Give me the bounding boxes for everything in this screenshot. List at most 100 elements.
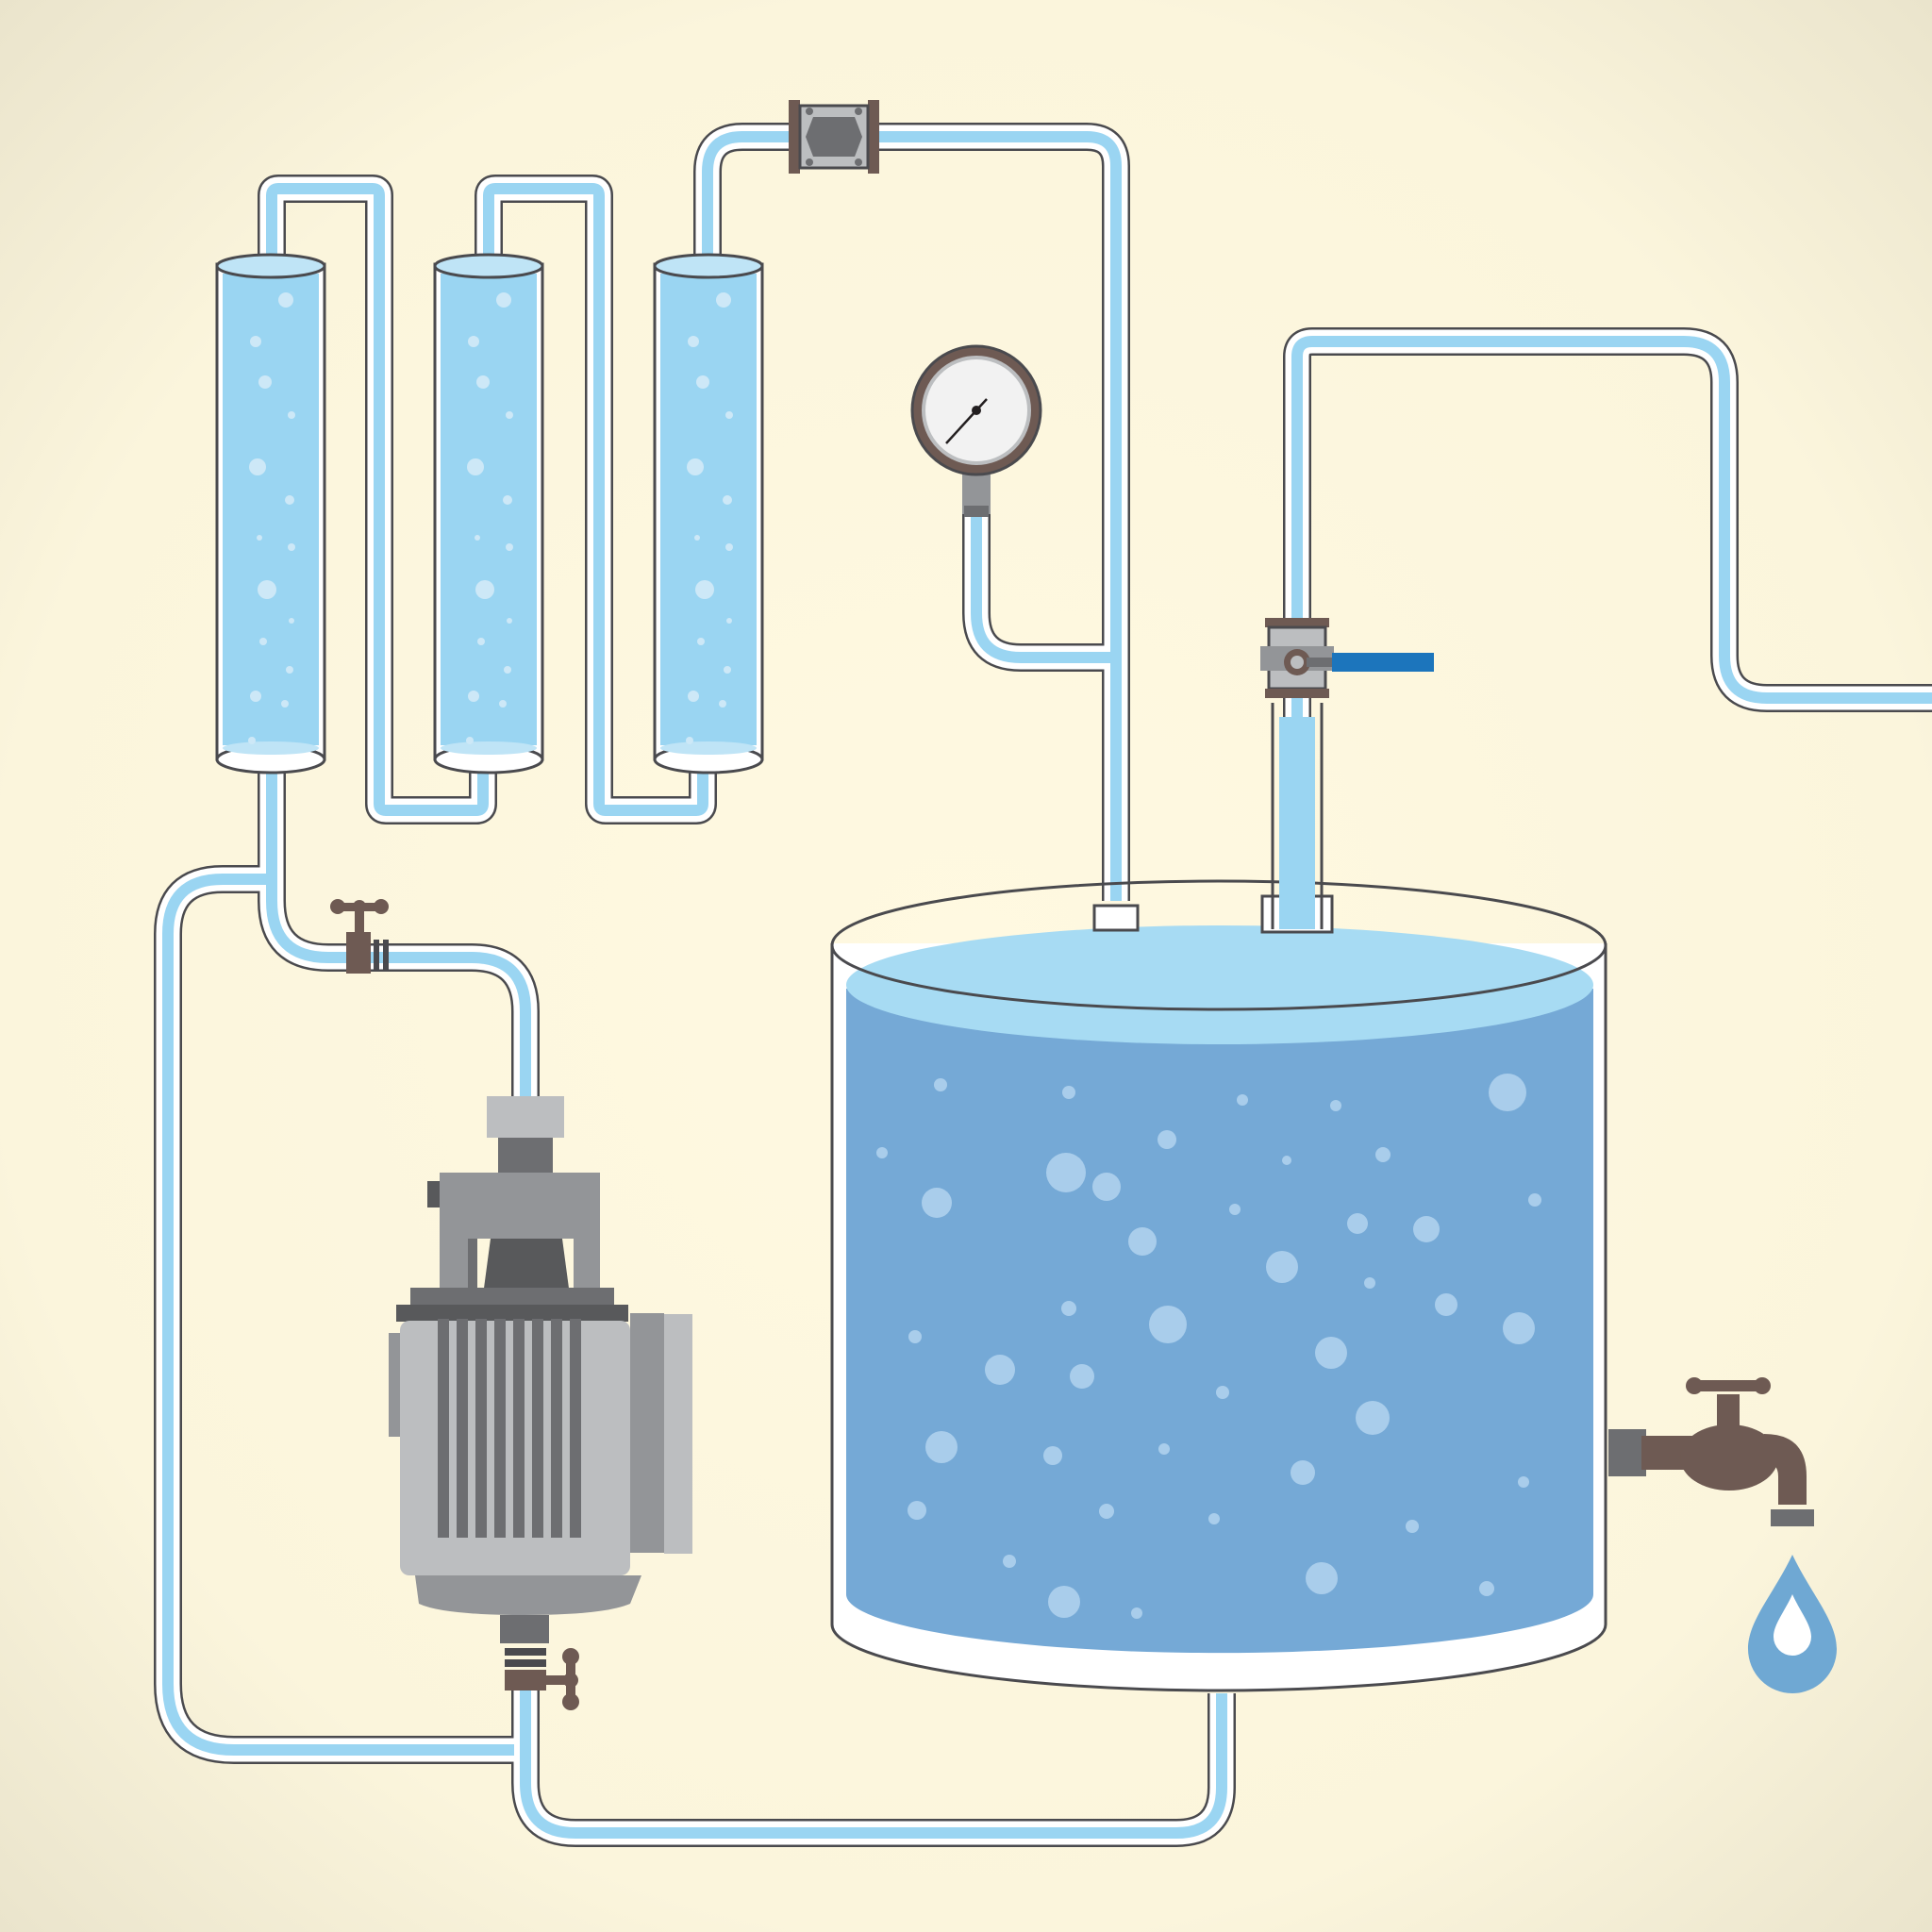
bubble xyxy=(696,375,709,389)
pipe-network xyxy=(154,123,1932,1847)
bubble xyxy=(475,580,494,599)
bubble xyxy=(1048,1586,1080,1618)
bubble xyxy=(477,638,485,645)
bubble xyxy=(249,458,266,475)
bubble xyxy=(1046,1153,1086,1192)
bubble xyxy=(697,638,705,645)
bubble xyxy=(285,495,294,505)
bubble xyxy=(723,495,732,505)
bubble xyxy=(258,580,276,599)
bubble xyxy=(1216,1386,1229,1399)
pressure-gauge xyxy=(910,344,1042,517)
bubble xyxy=(250,336,261,347)
bubble xyxy=(1158,1130,1176,1149)
bubble xyxy=(1062,1086,1075,1099)
bubble xyxy=(288,411,295,419)
tank-bubbles xyxy=(876,1074,1541,1619)
pump-motor xyxy=(389,1096,692,1643)
bubble xyxy=(506,411,513,419)
bubble xyxy=(719,700,726,708)
bubble xyxy=(1282,1156,1291,1165)
bubble xyxy=(288,543,295,551)
filter-1 xyxy=(215,253,326,774)
bubble xyxy=(248,737,256,744)
bubble xyxy=(1364,1277,1375,1289)
bubble xyxy=(250,691,261,702)
bubble xyxy=(1208,1513,1220,1524)
bubble xyxy=(1061,1301,1076,1316)
bubble xyxy=(694,535,700,541)
bubble xyxy=(1347,1213,1368,1234)
bubble xyxy=(468,336,479,347)
bubble xyxy=(278,292,293,308)
tank-water-surface xyxy=(846,925,1593,1044)
bubble xyxy=(1528,1193,1541,1207)
bubble xyxy=(908,1330,922,1343)
bubble xyxy=(257,535,262,541)
bubble xyxy=(1479,1581,1494,1596)
bubble xyxy=(496,292,511,308)
ball-valve xyxy=(1260,618,1434,698)
bubble xyxy=(1099,1504,1114,1519)
bubble xyxy=(466,737,474,744)
gauge-needle xyxy=(945,409,977,444)
bubble xyxy=(1237,1094,1248,1106)
bubble xyxy=(468,691,479,702)
bubble xyxy=(499,700,507,708)
bubble xyxy=(925,1431,958,1463)
bubble xyxy=(687,458,704,475)
bubble xyxy=(1158,1443,1170,1455)
bubble xyxy=(504,666,511,674)
filter-cylinders xyxy=(215,253,764,774)
bubble xyxy=(507,618,512,624)
bubble xyxy=(1435,1293,1457,1316)
bubble xyxy=(1092,1173,1121,1201)
bubble xyxy=(1503,1312,1535,1344)
bubble xyxy=(1315,1337,1347,1369)
bubble xyxy=(1518,1476,1529,1488)
bubble xyxy=(259,638,267,645)
bubble xyxy=(922,1188,952,1218)
storage-tank xyxy=(830,703,1607,1692)
bubble xyxy=(1306,1562,1338,1594)
bubble xyxy=(716,292,731,308)
bubble xyxy=(725,543,733,551)
side-tap-lower xyxy=(505,1648,579,1710)
bubble xyxy=(688,691,699,702)
bubble xyxy=(1413,1216,1440,1242)
bubble xyxy=(1003,1555,1016,1568)
bubble xyxy=(467,458,484,475)
filter-bubbles xyxy=(248,292,733,744)
bubble xyxy=(281,700,289,708)
motor-cooling-fins xyxy=(438,1319,581,1538)
bubble xyxy=(688,336,699,347)
valve-handle xyxy=(1332,653,1434,672)
bubble xyxy=(1128,1227,1157,1256)
side-tap-upper xyxy=(330,899,389,974)
tank-water xyxy=(846,989,1593,1654)
inline-meter xyxy=(789,100,879,174)
bubble xyxy=(1291,1460,1315,1485)
bubble xyxy=(476,375,490,389)
bubble xyxy=(724,666,731,674)
bubble xyxy=(1406,1520,1419,1533)
bubble xyxy=(1489,1074,1526,1111)
bubble xyxy=(1266,1251,1298,1283)
filter-2 xyxy=(433,253,544,774)
bubble xyxy=(1131,1607,1142,1619)
bubble xyxy=(1043,1446,1062,1465)
bubble xyxy=(503,495,512,505)
bubble xyxy=(985,1355,1015,1385)
water-drop xyxy=(1748,1555,1837,1693)
bubble xyxy=(475,535,480,541)
tank-inlet-collar xyxy=(1092,904,1140,932)
filter-3 xyxy=(653,253,764,774)
outlet-faucet xyxy=(1608,1377,1814,1526)
bubble xyxy=(725,411,733,419)
bubble xyxy=(1229,1204,1241,1215)
bubble xyxy=(695,580,714,599)
bubble xyxy=(286,666,293,674)
bubble xyxy=(1330,1100,1341,1111)
bubble xyxy=(876,1147,888,1158)
bubble xyxy=(289,618,294,624)
